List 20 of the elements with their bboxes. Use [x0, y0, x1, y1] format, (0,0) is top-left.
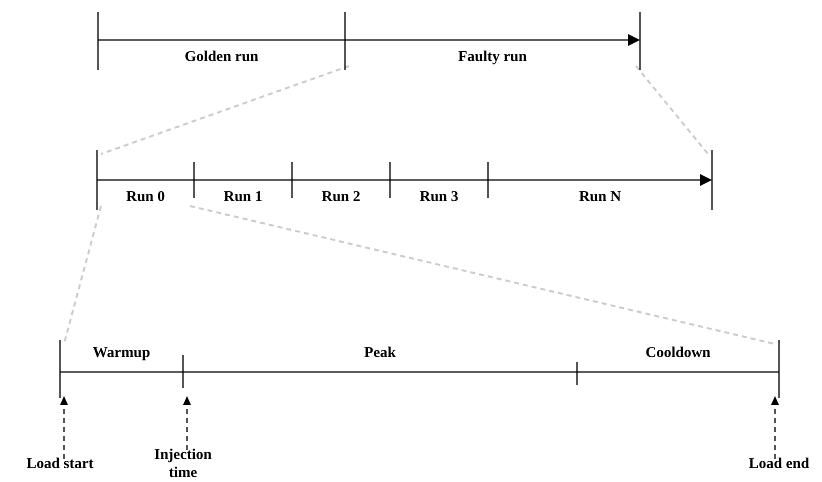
zoom-line: [190, 205, 776, 345]
dashed-arrow: [771, 396, 779, 459]
event-label: Load end: [729, 455, 822, 477]
timeline-segment: Golden run: [98, 12, 345, 70]
timeline-segment: Warmup: [60, 340, 183, 400]
timeline-segment: Peak: [183, 340, 577, 400]
event-label: Load start: [5, 455, 115, 477]
timeline-segment: Run N: [488, 150, 712, 210]
timeline-segment: Cooldown: [577, 340, 779, 400]
zoom-line: [100, 65, 350, 155]
dashed-arrow: [60, 396, 68, 459]
timeline-segment: Run 1: [194, 150, 292, 210]
zoom-line: [63, 206, 102, 344]
zoom-line: [635, 65, 709, 155]
timeline-segment: Faulty run: [345, 12, 640, 70]
event-label: Injection time: [143, 446, 223, 482]
dashed-arrow: [183, 396, 191, 450]
timeline-segment: Run 3: [390, 150, 488, 210]
timeline-segment: Run 2: [292, 150, 390, 210]
timeline-segment: Run 0: [97, 150, 194, 210]
